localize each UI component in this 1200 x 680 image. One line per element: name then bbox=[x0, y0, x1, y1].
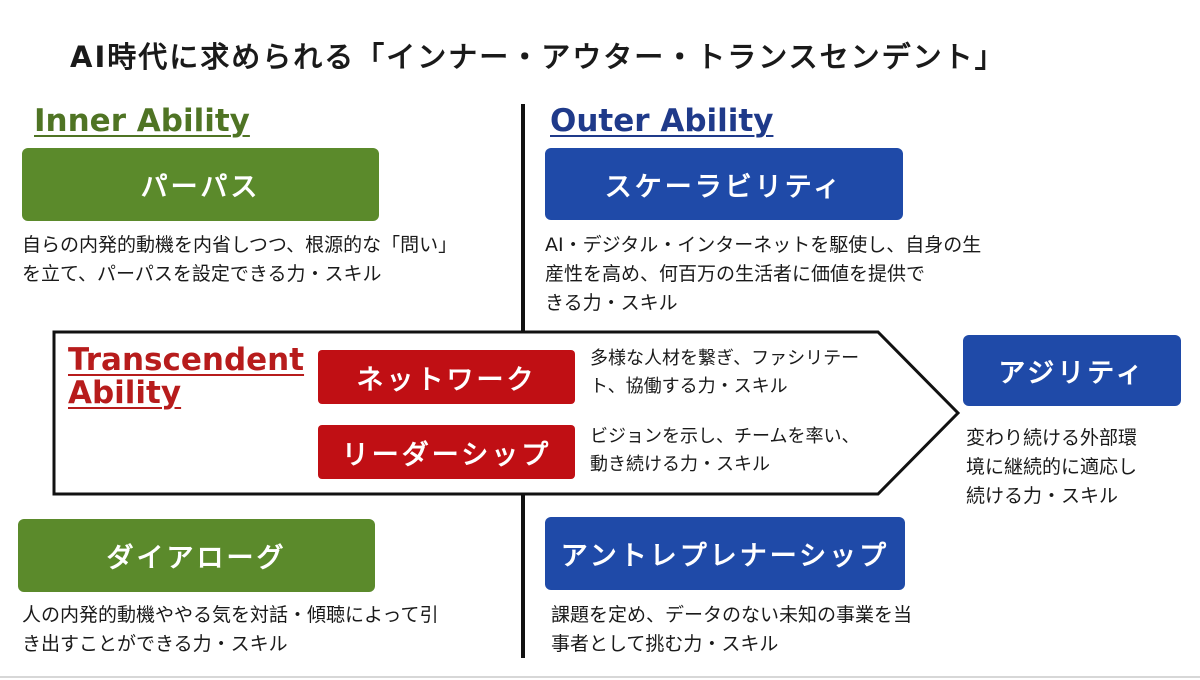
network-desc-line-1: 多様な人材を繋ぎ、ファシリテー bbox=[590, 348, 860, 369]
dialogue-description: 人の内発的動機ややる気を対話・傾聴によって引 き出すことができる力・スキル bbox=[22, 601, 438, 659]
scalability-description: AI・デジタル・インターネットを駆使し、自身の生 産性を高め、何百万の生活者に価… bbox=[545, 231, 981, 318]
bottom-border bbox=[0, 676, 1200, 678]
entrepreneurship-box: アントレプレナーシップ bbox=[545, 517, 905, 590]
purpose-desc-line-1: 自らの内発的動機を内省しつつ、根源的な「問い」 bbox=[22, 234, 458, 256]
agility-description: 変わり続ける外部環 境に継続的に適応し 続ける力・スキル bbox=[966, 424, 1137, 511]
transcendent-heading-line-1: Transcendent bbox=[68, 342, 305, 378]
leadership-description: ビジョンを示し、チームを率い、 動き続ける力・スキル bbox=[590, 423, 859, 479]
leadership-box: リーダーシップ bbox=[318, 425, 575, 479]
agility-desc-line-3: 続ける力・スキル bbox=[966, 485, 1119, 507]
purpose-description: 自らの内発的動機を内省しつつ、根源的な「問い」 を立て、パーパスを設定できる力・… bbox=[22, 231, 457, 289]
network-desc-line-2: ト、協働する力・スキル bbox=[590, 376, 788, 397]
purpose-desc-line-2: を立て、パーパスを設定できる力・スキル bbox=[22, 263, 382, 285]
entrepreneurship-description: 課題を定め、データのない未知の事業を当 事者として挑む力・スキル bbox=[551, 601, 912, 659]
network-box: ネットワーク bbox=[318, 350, 575, 404]
scalability-desc-line-3: きる力・スキル bbox=[545, 292, 678, 314]
entrepreneurship-desc-line-2: 事者として挑む力・スキル bbox=[551, 633, 779, 655]
outer-ability-heading: Outer Ability bbox=[550, 103, 774, 139]
center-divider-bottom bbox=[521, 493, 525, 658]
transcendent-heading-line-2: Ability bbox=[68, 374, 182, 411]
inner-ability-heading: Inner Ability bbox=[34, 103, 250, 139]
dialogue-desc-line-2: き出すことができる力・スキル bbox=[22, 633, 288, 655]
leadership-desc-line-2: 動き続ける力・スキル bbox=[590, 454, 770, 475]
scalability-desc-line-1: AI・デジタル・インターネットを駆使し、自身の生 bbox=[545, 234, 982, 256]
agility-box: アジリティ bbox=[963, 335, 1181, 406]
purpose-box: パーパス bbox=[22, 148, 379, 221]
agility-desc-line-1: 変わり続ける外部環 bbox=[966, 427, 1138, 449]
leadership-desc-line-1: ビジョンを示し、チームを率い、 bbox=[590, 426, 860, 447]
dialogue-box: ダイアローグ bbox=[18, 519, 375, 592]
transcendent-ability-heading: Transcendent Ability bbox=[68, 344, 304, 409]
dialogue-desc-line-1: 人の内発的動機ややる気を対話・傾聴によって引 bbox=[22, 604, 439, 626]
network-description: 多様な人材を繋ぎ、ファシリテー ト、協働する力・スキル bbox=[590, 345, 859, 401]
page-title: AI時代に求められる「インナー・アウター・トランスセンデント」 bbox=[70, 40, 1006, 74]
scalability-desc-line-2: 産性を高め、何百万の生活者に価値を提供で bbox=[545, 263, 926, 285]
scalability-box: スケーラビリティ bbox=[545, 148, 903, 220]
agility-desc-line-2: 境に継続的に適応し bbox=[966, 456, 1138, 478]
center-divider-top bbox=[521, 104, 525, 332]
entrepreneurship-desc-line-1: 課題を定め、データのない未知の事業を当 bbox=[551, 604, 913, 626]
